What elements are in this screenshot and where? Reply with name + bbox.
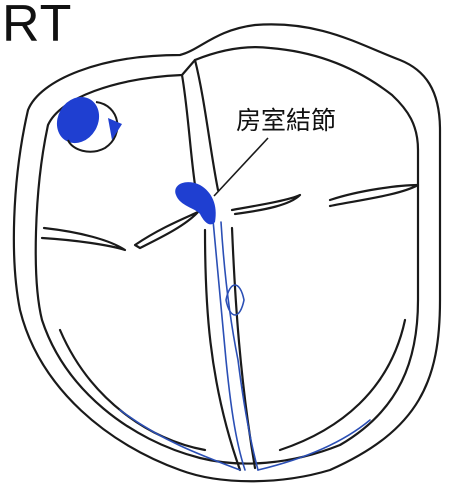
left-valve-flap [42, 228, 125, 250]
mitral-flap [135, 212, 198, 248]
sa-node [49, 89, 122, 151]
tricuspid-flap-left [232, 195, 300, 214]
ventricle-wall-left [60, 330, 205, 450]
atrial-septum [182, 75, 195, 185]
av-node [175, 182, 215, 224]
ventricle-wall-right [280, 320, 405, 450]
av-node-pointer [214, 138, 268, 196]
tricuspid-flap-right [330, 185, 418, 206]
atrial-septum-right [195, 60, 218, 190]
heart-outer-wall [14, 24, 440, 481]
